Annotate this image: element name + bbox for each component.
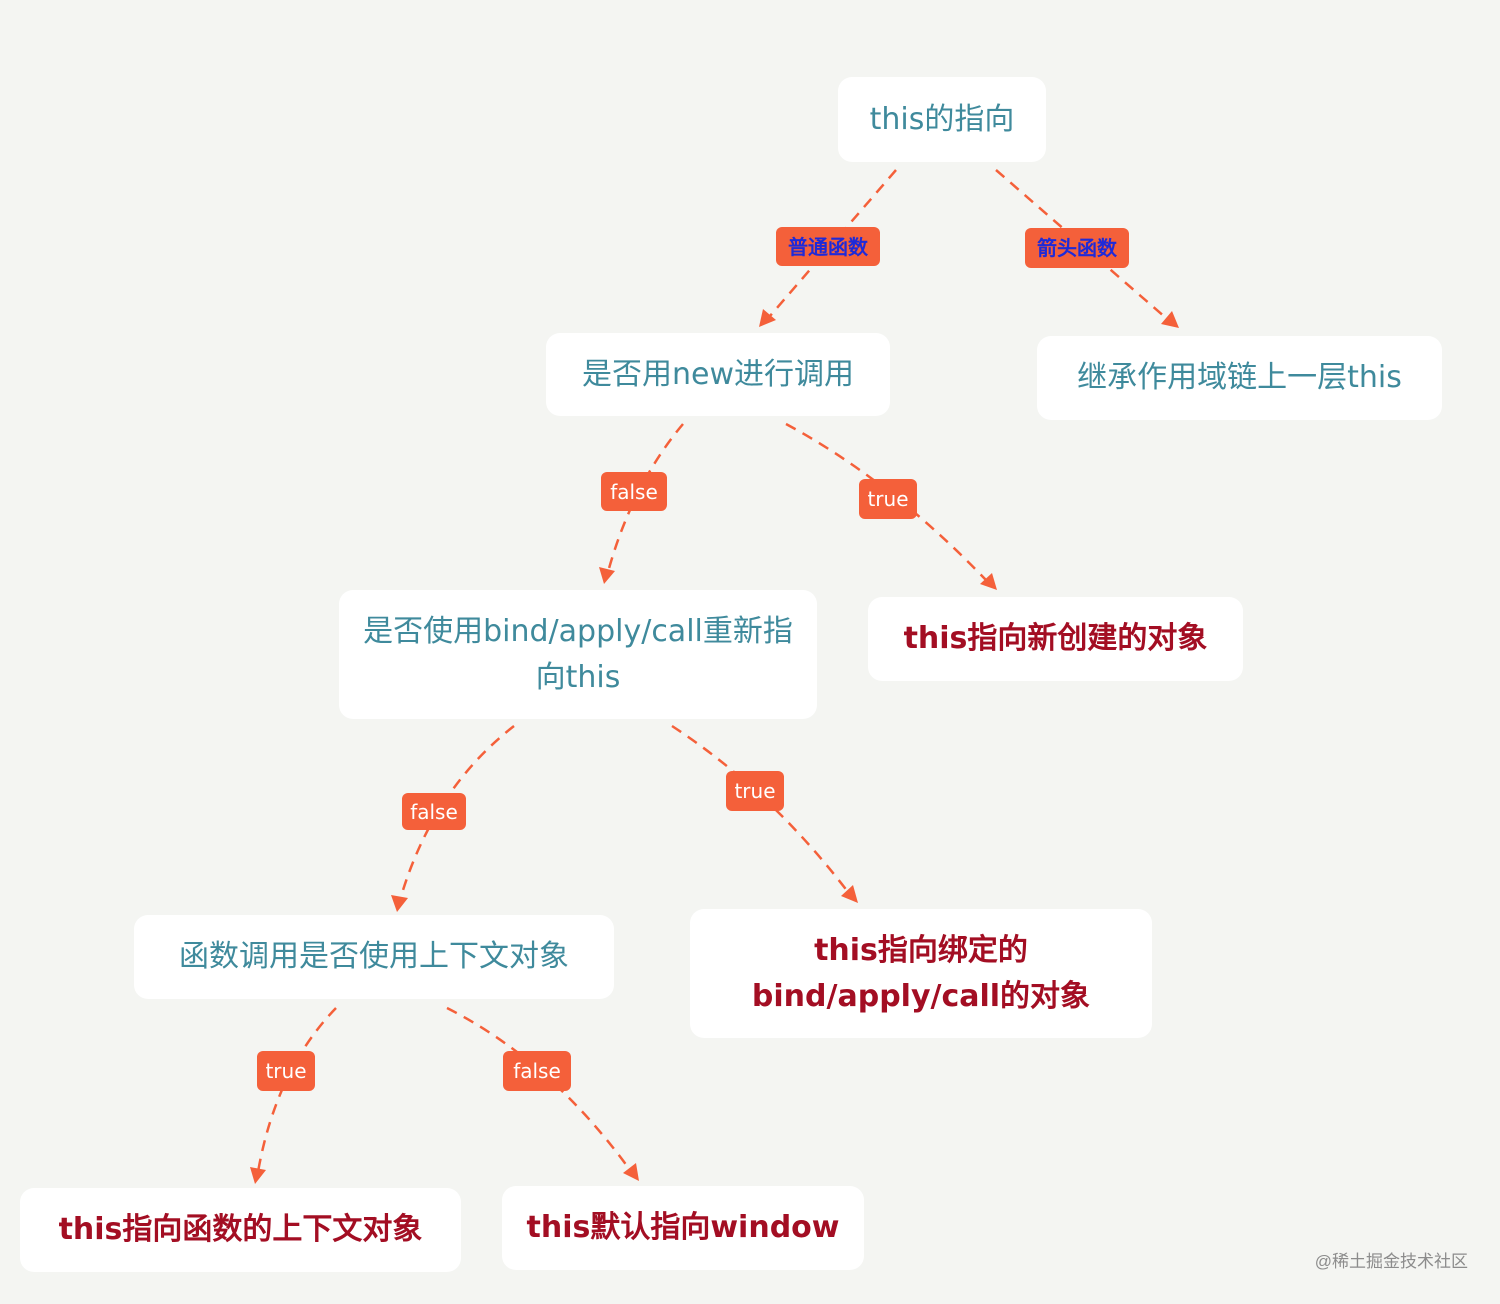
label-new-true: true <box>859 479 917 519</box>
context-result-node: this指向函数的上下文对象 <box>20 1188 461 1272</box>
root-node-text: this的指向 <box>869 101 1015 137</box>
arrowhead <box>980 573 997 590</box>
new-result-node-text: this指向新创建的对象 <box>903 621 1208 656</box>
arrowhead <box>759 309 776 327</box>
new-check-node-text: 是否用new进行调用 <box>581 356 854 392</box>
edge-context-check-to-context-result <box>256 1007 337 1173</box>
watermark: @稀土掘金技术社区 <box>1314 1252 1468 1271</box>
arrowhead <box>623 1163 639 1181</box>
new-check-node: 是否用new进行调用 <box>546 333 890 416</box>
label-context-false: false <box>503 1051 571 1091</box>
arrowhead <box>1161 311 1179 328</box>
arrowhead <box>391 895 408 912</box>
label-context-true: true <box>257 1051 315 1091</box>
default-result-node: this默认指向window <box>502 1186 864 1270</box>
bind-check-node: 是否使用bind/apply/call重新指向this <box>339 590 817 719</box>
arrow-result-node-text: 继承作用域链上一层this <box>1077 360 1402 395</box>
arrowhead <box>250 1167 266 1184</box>
label-bind-true: true <box>726 771 784 811</box>
context-check-node-text: 函数调用是否使用上下文对象 <box>179 939 569 974</box>
bind-result-node: this指向绑定的bind/apply/call的对象 <box>690 909 1152 1038</box>
root-node: this的指向 <box>838 77 1046 162</box>
arrowhead <box>599 567 615 584</box>
label-arrow-function: 箭头函数 <box>1025 228 1129 268</box>
bind-result-node-text: this指向绑定的bind/apply/call的对象 <box>751 932 1091 1014</box>
context-result-node-text: this指向函数的上下文对象 <box>58 1212 423 1247</box>
label-new-false: false <box>601 472 667 511</box>
new-result-node: this指向新创建的对象 <box>868 597 1243 681</box>
arrow-result-node: 继承作用域链上一层this <box>1037 336 1442 420</box>
label-normal-function: 普通函数 <box>776 227 880 266</box>
arrowhead <box>841 885 858 903</box>
bind-check-node-text: 是否使用bind/apply/call重新指向this <box>363 613 793 695</box>
context-check-node: 函数调用是否使用上下文对象 <box>134 915 614 999</box>
default-result-node-text: this默认指向window <box>526 1210 840 1245</box>
label-bind-false: false <box>402 793 466 830</box>
